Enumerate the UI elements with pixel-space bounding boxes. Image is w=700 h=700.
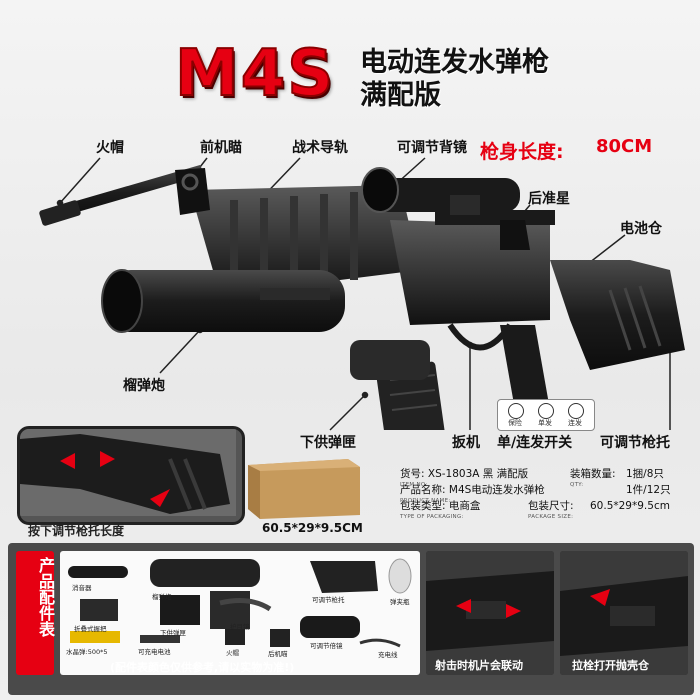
accessories-note: (配件表颜色仅供参考,请以实物为准!)	[110, 661, 295, 674]
auto-fire-icon	[568, 403, 584, 419]
packaging-en: TYPE OF PACKAGING:	[400, 514, 464, 520]
brand-title: M4S	[174, 37, 336, 111]
packaging-label: 包装类型:	[400, 500, 446, 512]
mode-single-label: 单发	[538, 419, 552, 427]
water-beads-image	[70, 631, 120, 643]
barrel-length-value: 80CM	[596, 136, 653, 157]
bolt-linkage-caption: 射击时机片会联动	[435, 659, 523, 672]
spec-row-packaging: 包装类型: 电商盒 包装尺寸: 60.5*29*9.5cm TYPE OF PA…	[400, 500, 695, 520]
callout-mode-switch: 单/连发开关	[497, 435, 573, 451]
accessories-tab: 产品配件表	[16, 551, 55, 675]
acc-label-5: 下供弹匣	[160, 629, 186, 637]
package-box-image	[248, 459, 360, 519]
ejection-port-caption: 拉栓打开抛壳仓	[572, 659, 649, 672]
product-name-label: 产品名称:	[400, 484, 446, 496]
acc-label-6: 护目镜	[230, 623, 250, 631]
grip-image	[80, 599, 118, 621]
ejection-port-photo	[560, 551, 688, 675]
acc-label-7: 水晶弹:500*5	[66, 648, 108, 656]
single-fire-icon	[538, 403, 554, 419]
callout-tactical-rail: 战术导轨	[292, 140, 348, 156]
acc-label-10: 后机瞄	[268, 650, 288, 658]
silencer-image	[68, 566, 128, 578]
qty-value-1: 1捆/8只	[626, 468, 664, 480]
package-box-size: 60.5*29*9.5CM	[262, 521, 363, 535]
item-no-value: XS-1803A 黑 满配版	[427, 468, 529, 480]
callout-adjustable-scope: 可调节背镜	[397, 140, 467, 156]
product-name-en: PRODUCT NAME:	[400, 498, 451, 504]
callout-adjustable-stock: 可调节枪托	[600, 435, 670, 451]
acc-label-12: 充电线	[378, 651, 398, 659]
acc-label-8: 可充电电池	[138, 648, 171, 656]
flash-hider-image	[225, 629, 245, 645]
safety-icon	[508, 403, 524, 419]
scope-image	[300, 616, 360, 638]
acc-label-11: 可调节倍镜	[310, 642, 343, 650]
spec-row-product-name: 产品名称: M4S电动连发水弹枪 1件/12只 PRODUCT NAME:	[400, 484, 695, 504]
product-subtitle: 电动连发水弹枪 满配版	[360, 46, 549, 112]
accessories-list: 消音器 榴弹炮 可调节枪托 弹夹瓶 折叠式握把 下供弹匣 护目镜 水晶弹:500…	[60, 551, 420, 675]
stock-closeup-image	[20, 429, 236, 516]
magazine-image	[160, 595, 200, 625]
acc-label-4: 折叠式握把	[74, 625, 107, 633]
rifle-illustration	[39, 165, 685, 430]
callout-rear-sight: 后准星	[528, 191, 570, 207]
stock-adjust-inset	[17, 426, 245, 525]
qty-value-2: 1件/12只	[626, 484, 671, 496]
callout-trigger: 扳机	[452, 435, 480, 451]
ejection-port-image	[560, 551, 688, 675]
qty-en: QTY:	[570, 482, 584, 488]
stock-image	[310, 561, 378, 593]
acc-label-1: 榴弹炮	[152, 593, 172, 601]
spec-row-item-no: 货号: XS-1803A 黑 满配版 装箱数量: 1捆/8只 ITEM NO: …	[400, 468, 695, 488]
callout-flash-hider: 火帽	[96, 140, 124, 156]
acc-label-3: 弹夹瓶	[390, 598, 410, 606]
callout-magazine: 下供弹匣	[300, 435, 356, 451]
rear-sight-image	[270, 629, 290, 647]
bolt-linkage-photo	[426, 551, 554, 675]
callout-grenade-launcher: 榴弹炮	[123, 378, 165, 394]
magazine-image-2	[210, 591, 250, 629]
product-name-value: M4S电动连发水弹枪	[448, 484, 545, 496]
subtitle-line-1: 电动连发水弹枪	[360, 47, 549, 78]
accessories-tab-title: 产品配件表	[36, 557, 55, 637]
mode-auto-label: 连发	[568, 419, 582, 427]
package-size-en: PACKAGE SIZE:	[528, 514, 574, 520]
acc-label-2: 可调节枪托	[312, 596, 345, 604]
packaging-value: 电商盒	[448, 500, 481, 512]
mode-safety-label: 保险	[508, 419, 522, 427]
barrel-length-label: 枪身长度:	[480, 141, 564, 163]
acc-label-9: 火帽	[226, 649, 239, 657]
bolt-linkage-image	[426, 551, 554, 675]
acc-label-0: 消音器	[72, 584, 92, 592]
subtitle-line-2: 满配版	[360, 80, 441, 111]
callout-battery: 电池仓	[620, 221, 662, 237]
item-no-label: 货号:	[400, 468, 425, 480]
grenade-launcher-image	[150, 559, 260, 587]
accessories-images	[68, 558, 412, 648]
stock-inset-caption: 按下调节枪托长度	[28, 524, 125, 538]
callout-front-sight: 前机瞄	[200, 140, 242, 156]
package-size-value: 60.5*29*9.5cm	[590, 500, 670, 512]
charging-cable-image	[359, 638, 401, 648]
goggles-image	[219, 598, 272, 612]
qty-label: 装箱数量:	[570, 468, 616, 480]
spec-table: 货号: XS-1803A 黑 满配版 装箱数量: 1捆/8只 ITEM NO: …	[400, 468, 695, 520]
mode-switch-diagram: 保险 单发 连发	[497, 399, 595, 431]
bottle-image	[388, 558, 412, 594]
battery-image	[140, 635, 180, 643]
package-size-label: 包装尺寸:	[528, 500, 574, 512]
item-no-en: ITEM NO:	[400, 482, 428, 488]
